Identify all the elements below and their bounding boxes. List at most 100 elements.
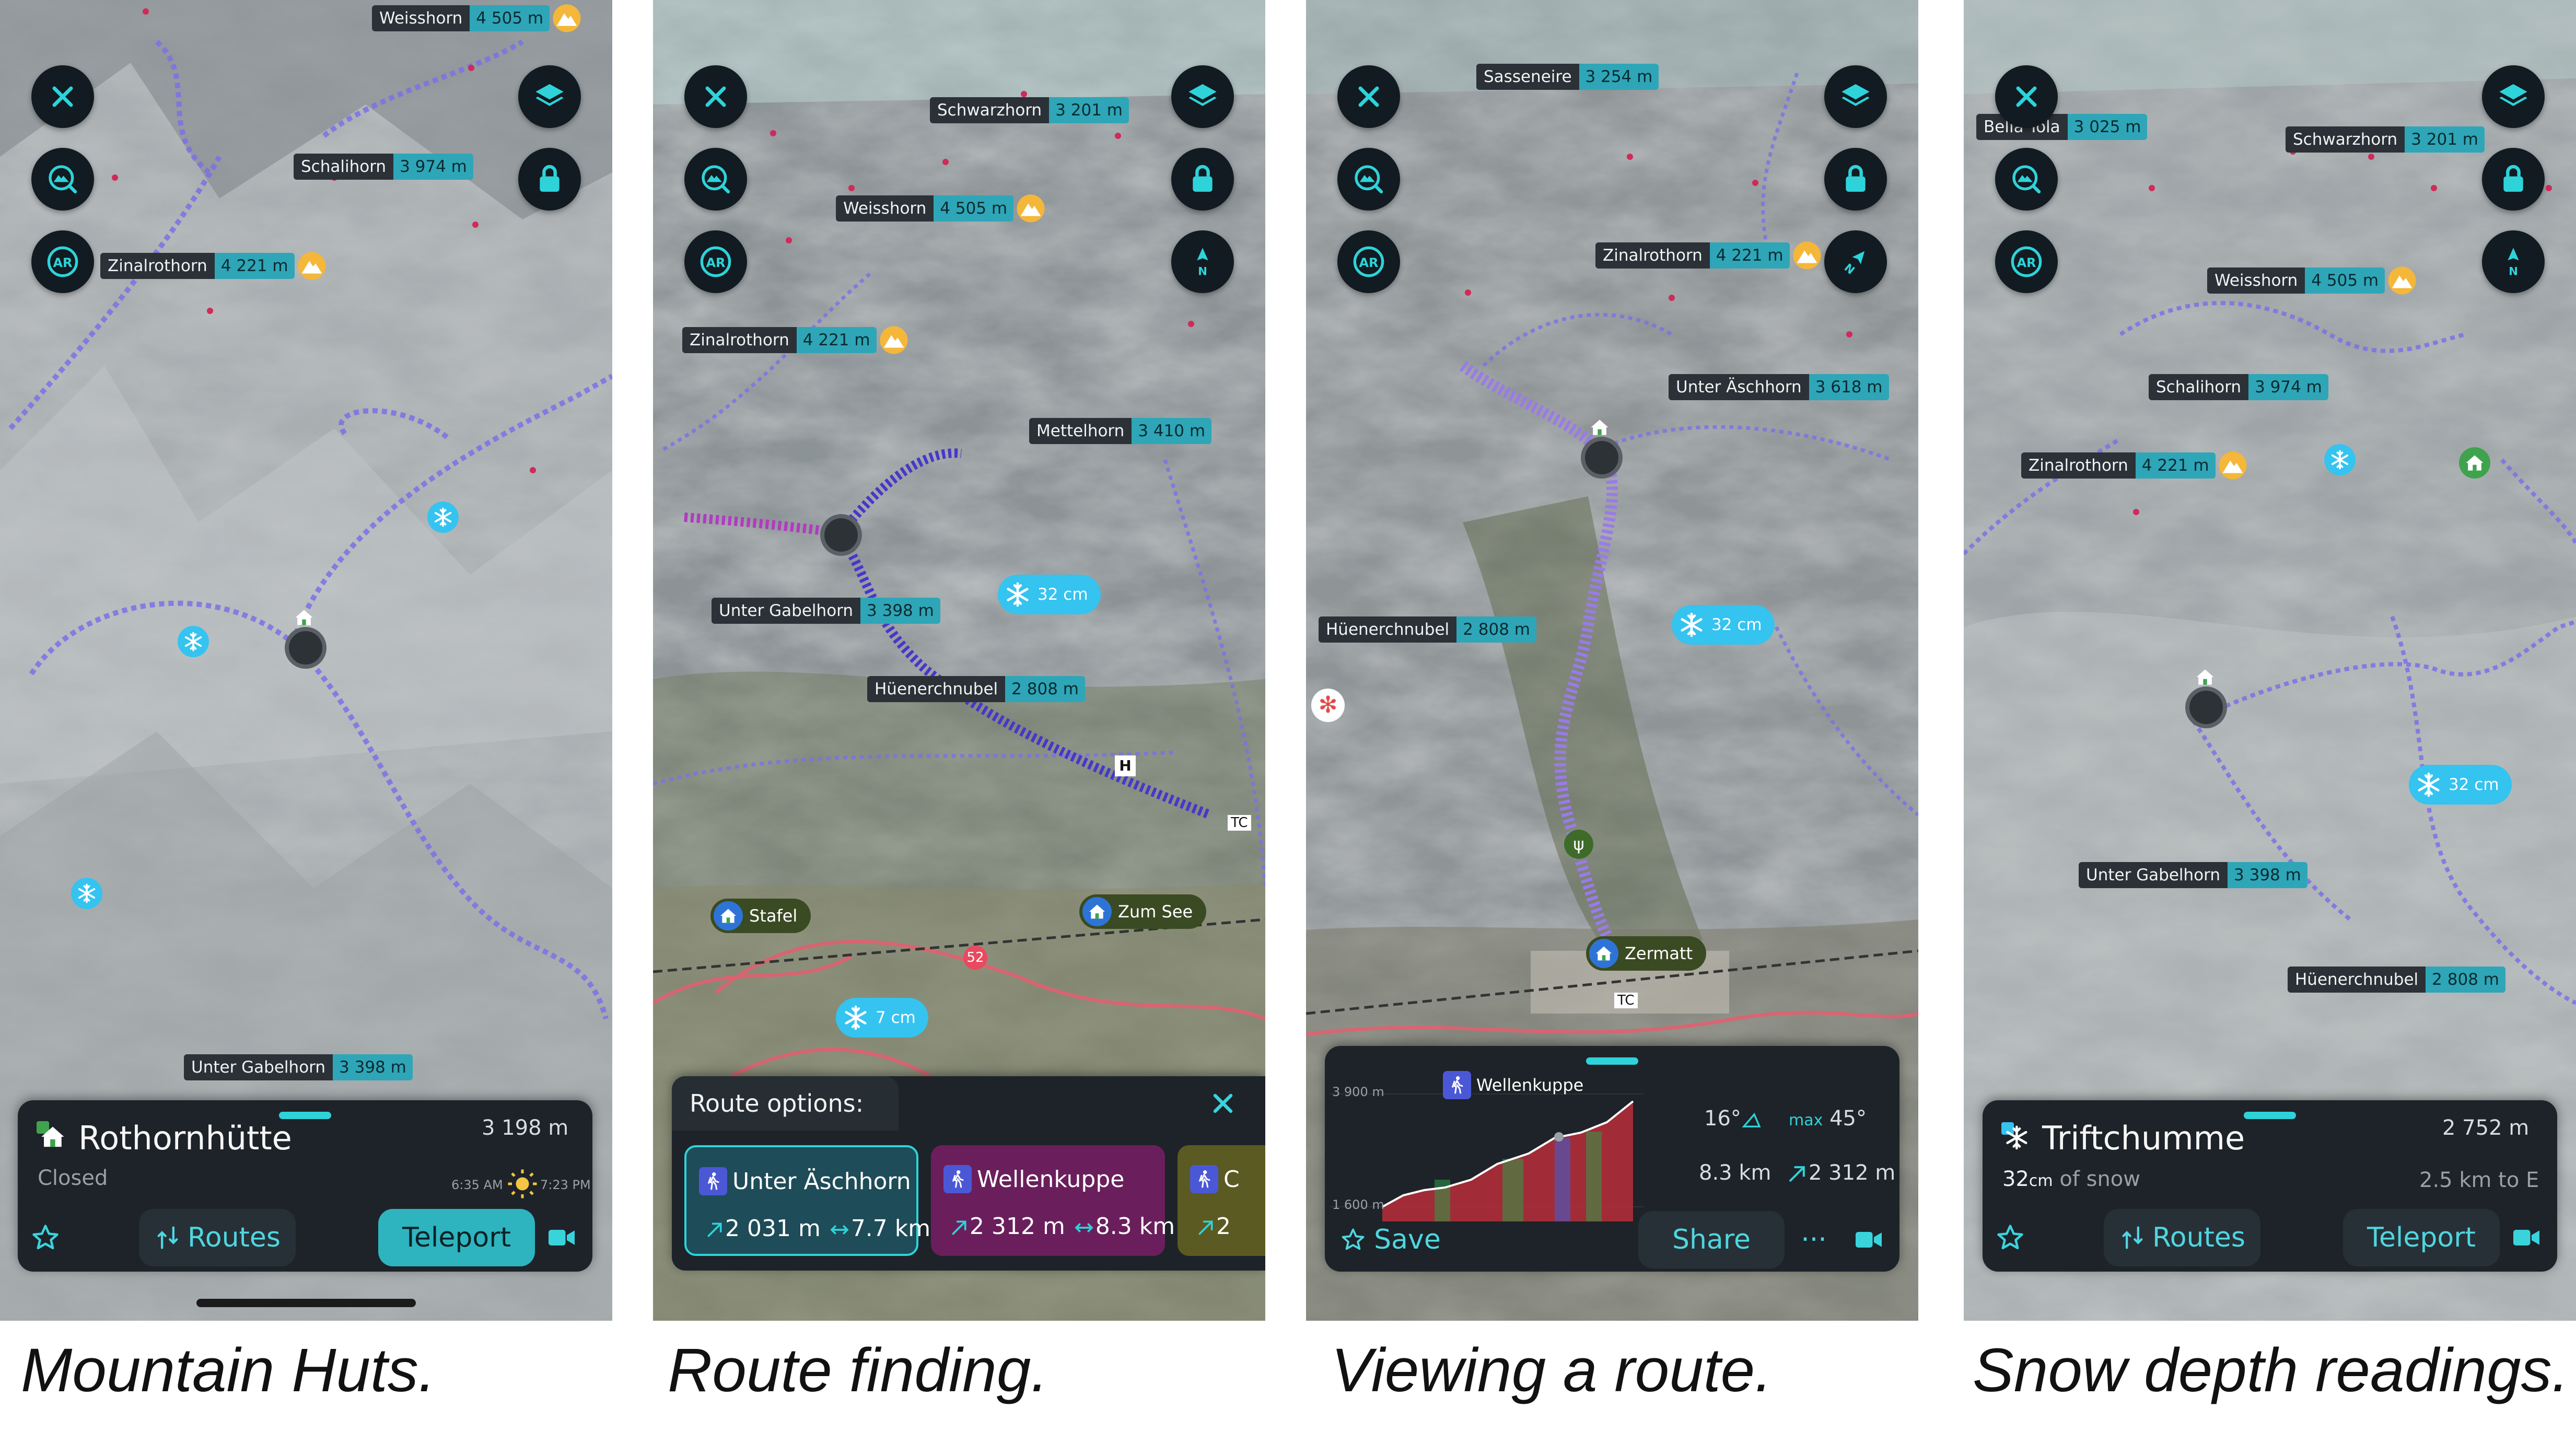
snow-depth: 32 cm (1711, 615, 1762, 634)
sheet-handle[interactable] (279, 1112, 331, 1119)
peak-elevation: 3 974 m (2248, 374, 2328, 400)
location-puck[interactable] (1581, 437, 1623, 479)
place-marker[interactable]: Stafel (710, 899, 811, 933)
more-icon: ··· (1801, 1224, 1827, 1255)
snow-depth-badge[interactable]: 7 cm (836, 998, 928, 1038)
snow-reading-marker[interactable] (2324, 444, 2356, 475)
compass-button[interactable] (2482, 230, 2545, 293)
layers-button[interactable] (1824, 65, 1887, 128)
close-button[interactable] (1337, 65, 1400, 128)
ascent-icon (1195, 1217, 1216, 1238)
peak-elevation: 3 618 m (1809, 374, 1889, 400)
layers-icon (533, 80, 566, 113)
snow-reading-marker[interactable] (427, 502, 459, 533)
favorite-button[interactable] (22, 1209, 69, 1266)
snow-reading-marker[interactable] (178, 626, 209, 657)
close-button[interactable] (684, 65, 747, 128)
ar-button[interactable] (1337, 230, 1400, 293)
close-button[interactable] (31, 65, 94, 128)
layers-button[interactable] (518, 65, 581, 128)
elevation-min-label: 1 600 m (1332, 1197, 1384, 1212)
lock-button[interactable] (2482, 148, 2545, 211)
snow-depth-badge[interactable]: 32 cm (998, 575, 1101, 614)
peak-elevation: 4 221 m (214, 253, 295, 279)
peak-search-button[interactable] (1337, 148, 1400, 211)
video-button[interactable] (2503, 1209, 2550, 1266)
restaurant-marker[interactable]: ψ (1564, 830, 1593, 859)
ascent-icon (1786, 1162, 1809, 1185)
routes-button[interactable]: Routes (139, 1209, 296, 1266)
snow-depth-badge[interactable]: 32 cm (2409, 765, 2512, 805)
snowflake-icon (75, 882, 98, 905)
favorite-button[interactable] (1987, 1209, 2034, 1266)
snow-depth-unit: cm (2029, 1172, 2053, 1190)
ar-button[interactable] (31, 230, 94, 293)
peak-search-button[interactable] (684, 148, 747, 211)
route-option-card[interactable]: Wellenkuppe 2 312 m 8.3 km (931, 1145, 1175, 1256)
peak-search-button[interactable] (31, 148, 94, 211)
helipad-marker[interactable]: H (1115, 755, 1136, 776)
peak-elevation: 3 974 m (393, 154, 473, 180)
route-option-card[interactable]: C 2 (1178, 1145, 1265, 1256)
alert-marker[interactable]: ✻ (1311, 689, 1345, 722)
layers-button[interactable] (2482, 65, 2545, 128)
close-options-button[interactable] (1194, 1076, 1252, 1131)
peak-search-button[interactable] (1995, 148, 2058, 211)
video-button[interactable] (1845, 1211, 1892, 1268)
video-button[interactable] (538, 1209, 585, 1266)
share-button[interactable]: Share (1638, 1211, 1785, 1268)
hut-marker[interactable] (2459, 447, 2490, 479)
location-puck[interactable] (2185, 686, 2227, 728)
compass-button[interactable] (1824, 230, 1887, 293)
more-button[interactable]: ··· (1788, 1211, 1840, 1268)
peak-name: Hüenerchnubel (1319, 616, 1457, 643)
place-marker[interactable]: Zum See (1079, 894, 1207, 929)
lock-button[interactable] (1824, 148, 1887, 211)
save-button[interactable]: Save (1330, 1211, 1450, 1268)
location-puck[interactable] (285, 627, 327, 669)
snowflake-icon (841, 1003, 870, 1032)
snow-depth-badge[interactable]: 32 cm (1672, 605, 1775, 645)
peak-name: Schalihorn (2149, 374, 2249, 400)
close-button[interactable] (1995, 65, 2058, 128)
ar-button[interactable] (684, 230, 747, 293)
ar-button[interactable] (1995, 230, 2058, 293)
teleport-button[interactable]: Teleport (2343, 1209, 2500, 1266)
sheet-handle[interactable] (2244, 1112, 2296, 1119)
lock-button[interactable] (1171, 148, 1234, 211)
location-puck[interactable] (820, 514, 862, 556)
snow-reading-marker[interactable] (71, 878, 102, 909)
layers-button[interactable] (1171, 65, 1234, 128)
lock-button[interactable] (518, 148, 581, 211)
slope-average-value: 16° (1704, 1107, 1741, 1131)
route-option-card[interactable]: Unter Äschhorn 2 031 m 7.7 km (684, 1145, 930, 1256)
place-marker[interactable]: Zermatt (1586, 936, 1707, 971)
compass-button[interactable] (1171, 230, 1234, 293)
snowflake-icon (2328, 448, 2351, 471)
routes-button[interactable]: Routes (2104, 1209, 2260, 1266)
teleport-button[interactable]: Teleport (378, 1209, 535, 1266)
distance-direction: 2.5 km to E (2419, 1168, 2539, 1192)
sheet-handle[interactable] (1586, 1057, 1638, 1065)
